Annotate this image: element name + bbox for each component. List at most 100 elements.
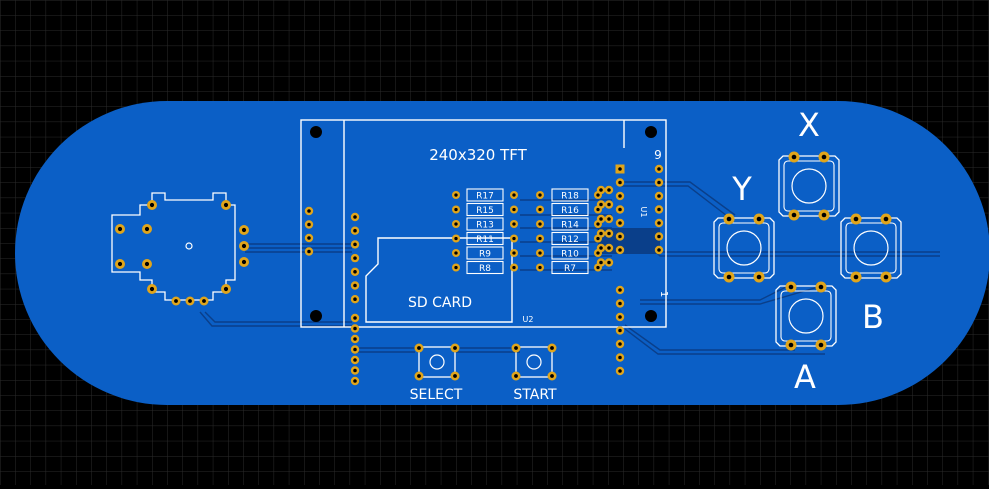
abxy-buttons bbox=[713, 155, 902, 347]
pad-hole bbox=[149, 286, 155, 292]
pad-hole bbox=[607, 202, 611, 207]
resistor-label: R11 bbox=[476, 235, 494, 245]
pad-hole bbox=[117, 261, 123, 267]
resistor-label: R12 bbox=[561, 235, 579, 245]
pad-hole bbox=[618, 288, 622, 292]
pad-hole bbox=[454, 265, 458, 270]
pad-hole bbox=[512, 222, 516, 226]
pad-hole bbox=[657, 167, 661, 171]
pad-hole bbox=[538, 236, 542, 241]
pad-hole bbox=[353, 358, 357, 362]
pad-hole bbox=[353, 256, 357, 260]
pad-hole bbox=[821, 212, 827, 218]
pad-hole bbox=[618, 167, 622, 171]
pad-hole bbox=[596, 222, 600, 226]
pad-hole bbox=[618, 301, 622, 306]
pad-hole bbox=[538, 222, 542, 226]
pad-hole bbox=[514, 346, 518, 350]
pad-hole bbox=[599, 217, 603, 221]
pad-hole bbox=[144, 261, 150, 267]
pad-hole bbox=[241, 259, 247, 265]
pad-hole bbox=[353, 347, 357, 352]
pad-hole bbox=[538, 265, 542, 270]
pad-hole bbox=[550, 346, 554, 350]
u2-label: U2 bbox=[523, 315, 534, 324]
pad-hole bbox=[353, 228, 357, 233]
pad-hole bbox=[853, 216, 859, 222]
pad-hole bbox=[202, 299, 206, 303]
display-label: 240x320 TFT bbox=[429, 146, 527, 164]
pad-hole bbox=[512, 236, 516, 241]
pad-hole bbox=[821, 154, 827, 160]
button-a-cap bbox=[788, 298, 824, 334]
pin1-label: 1 bbox=[658, 291, 669, 297]
sd-card-label: SD CARD bbox=[408, 295, 472, 311]
pad-hole bbox=[618, 180, 622, 185]
pad-hole bbox=[607, 246, 611, 250]
resistor-label: R7 bbox=[564, 264, 576, 274]
button-a-inner bbox=[780, 290, 832, 342]
pad-hole bbox=[607, 260, 611, 265]
resistor-body bbox=[466, 231, 504, 246]
button-x-label: X bbox=[798, 106, 820, 144]
button-y-inner bbox=[718, 222, 770, 274]
resistor-body bbox=[466, 217, 504, 231]
pad-hole bbox=[818, 284, 824, 290]
pad-hole bbox=[144, 226, 150, 232]
pad-hole bbox=[607, 217, 611, 221]
select-label: SELECT bbox=[410, 387, 463, 403]
pad-hole bbox=[726, 216, 732, 222]
pad-hole bbox=[618, 369, 622, 373]
pad-hole bbox=[618, 328, 622, 333]
pad-hole bbox=[512, 207, 516, 212]
pad-hole bbox=[307, 249, 311, 254]
start-switch bbox=[515, 346, 553, 378]
pads bbox=[115, 151, 892, 386]
pin9-label: 9 bbox=[654, 148, 662, 162]
pad-hole bbox=[453, 374, 457, 378]
pad-hole bbox=[512, 265, 516, 270]
pad-hole bbox=[550, 374, 554, 378]
button-b-label: B bbox=[862, 298, 884, 336]
button-b-inner bbox=[845, 222, 897, 274]
button-x-inner bbox=[783, 160, 835, 212]
pad-hole bbox=[514, 374, 518, 378]
pad-hole bbox=[417, 346, 421, 350]
pad-hole bbox=[618, 315, 622, 319]
resistor-label: R16 bbox=[561, 206, 579, 216]
pad-hole bbox=[599, 188, 603, 192]
pad-hole bbox=[618, 194, 622, 198]
resistor-body bbox=[551, 246, 589, 260]
pad-hole bbox=[353, 368, 357, 373]
button-y-label: Y bbox=[731, 170, 752, 208]
pad-hole bbox=[657, 234, 661, 239]
pad-hole bbox=[657, 207, 661, 212]
pad-hole bbox=[599, 246, 603, 250]
pad-hole bbox=[599, 260, 603, 265]
pad-hole bbox=[596, 251, 600, 255]
u1-label: U1 bbox=[639, 207, 648, 218]
resistor-body bbox=[551, 231, 589, 246]
pad-hole bbox=[512, 193, 516, 197]
pad-hole bbox=[607, 188, 611, 192]
pad-hole bbox=[596, 207, 600, 212]
pad-hole bbox=[353, 242, 357, 247]
resistor-label: R14 bbox=[561, 221, 579, 231]
joystick-footprint bbox=[111, 192, 236, 301]
pad-hole bbox=[618, 248, 622, 252]
pad-hole bbox=[618, 207, 622, 212]
resistor-body bbox=[466, 246, 504, 260]
pad-hole bbox=[149, 202, 155, 208]
pad-hole bbox=[417, 374, 421, 378]
button-y-outline bbox=[713, 217, 775, 279]
pad-hole bbox=[756, 216, 762, 222]
resistor-body bbox=[551, 260, 589, 275]
select-switch bbox=[418, 346, 456, 378]
resistor-label: R13 bbox=[476, 221, 494, 231]
pad-hole bbox=[307, 236, 311, 240]
pad-hole bbox=[223, 286, 229, 292]
pad-hole bbox=[618, 355, 622, 360]
resistor-body bbox=[466, 202, 504, 217]
pad-hole bbox=[538, 251, 542, 255]
